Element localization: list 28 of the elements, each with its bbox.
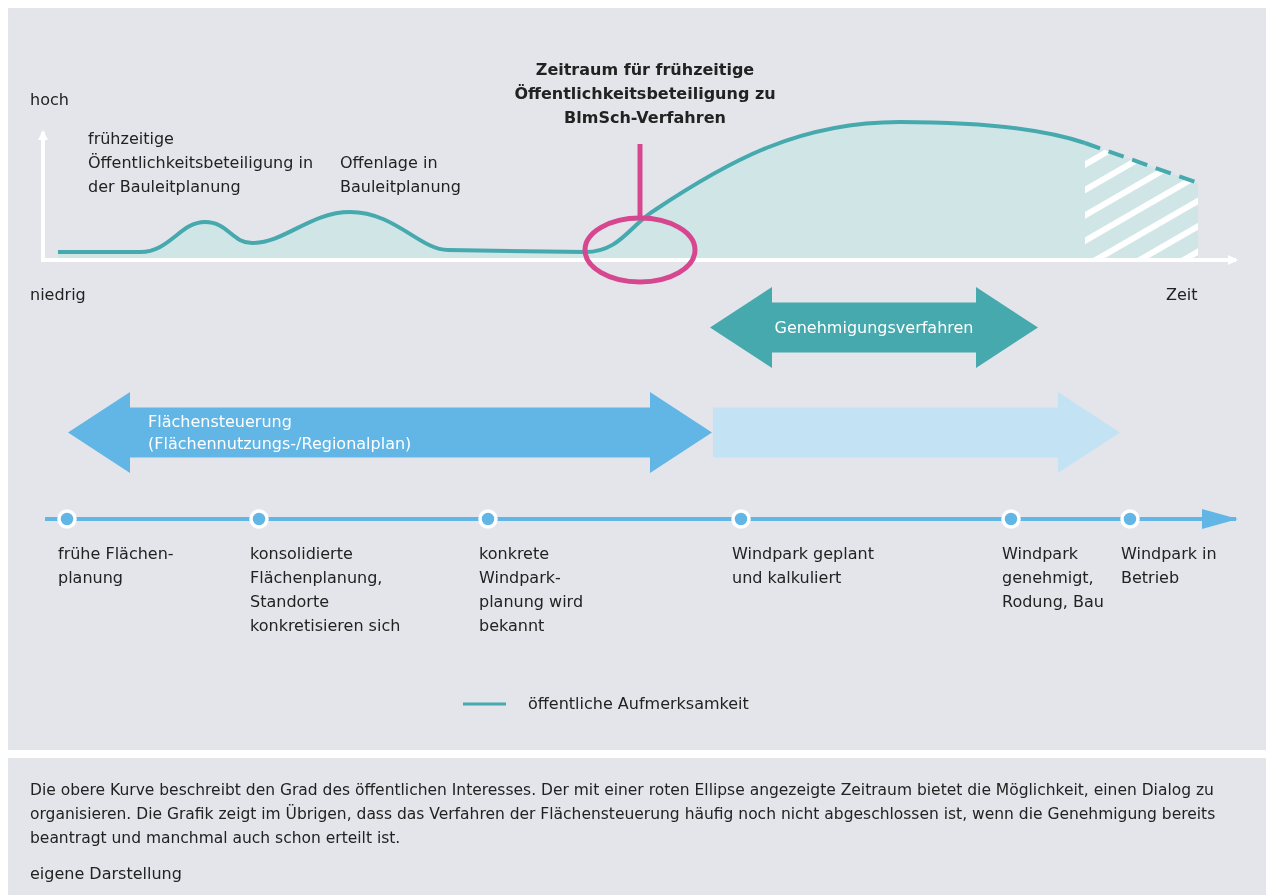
milestone-dot (1120, 509, 1140, 529)
legend-label: öffentliche Aufmerksamkeit (528, 693, 749, 715)
arrow-extension (713, 392, 1120, 473)
milestone-label: Windpark geplant und kalkuliert (732, 543, 875, 589)
milestone-dot (478, 509, 498, 529)
milestone-label: konkrete Windpark- planung wird bekannt (479, 543, 585, 637)
axis-label: Zeit (1166, 284, 1198, 306)
approval-arrow (710, 287, 1038, 368)
leader-line (637, 144, 643, 218)
phase-label: frühzeitige Öffentlichkeitsbeteiligung in der Bauleitplanung (88, 128, 314, 198)
axis-label: hoch (30, 89, 69, 111)
milestone-label: frühe Flächen- planung (58, 543, 175, 589)
arrow-label: Flächensteuerung (Flächennutzungs-/Regionalplan) (148, 410, 413, 455)
axis-label: niedrig (30, 284, 86, 306)
milestone-dot (57, 509, 77, 529)
planning-arrow (68, 392, 712, 473)
phase-label: Offenlage in Bauleitplanung (340, 152, 462, 198)
arrow-label: Genehmigungsverfahren (774, 316, 974, 339)
milestone-dot (1001, 509, 1021, 529)
callout-label: Zeitraum für frühzeitige Öffentlichkeitsbeteiligung zu BlmSch-Verfahren (500, 58, 790, 130)
milestone-dot (731, 509, 751, 529)
milestone-label: Windpark in Betrieb (1121, 543, 1218, 589)
milestone-dot (249, 509, 269, 529)
milestone-label: Windpark genehmigt, Rodung, Bau (1002, 543, 1105, 613)
source-note: eigene Darstellung (30, 863, 182, 885)
highlight-ellipse (582, 215, 698, 285)
caption: Die obere Kurve beschreibt den Grad des öffentlichen Interesses. Der mit einer roten Ellipse angezeigte Zeitraum bietet die Möglichkeit, einen Dialog zu organisieren. Die Grafik zeigt im Übrigen, dass das Verfahren der Flächensteuerung häufig noch nicht abgeschlossen ist, wenn die Genehmigung bereits beantragt und manchmal auch schon erteilt ist. (30, 780, 1217, 849)
milestone-label: konsolidierte Flächenplanung, Standorte konkretisieren sich (250, 543, 402, 637)
